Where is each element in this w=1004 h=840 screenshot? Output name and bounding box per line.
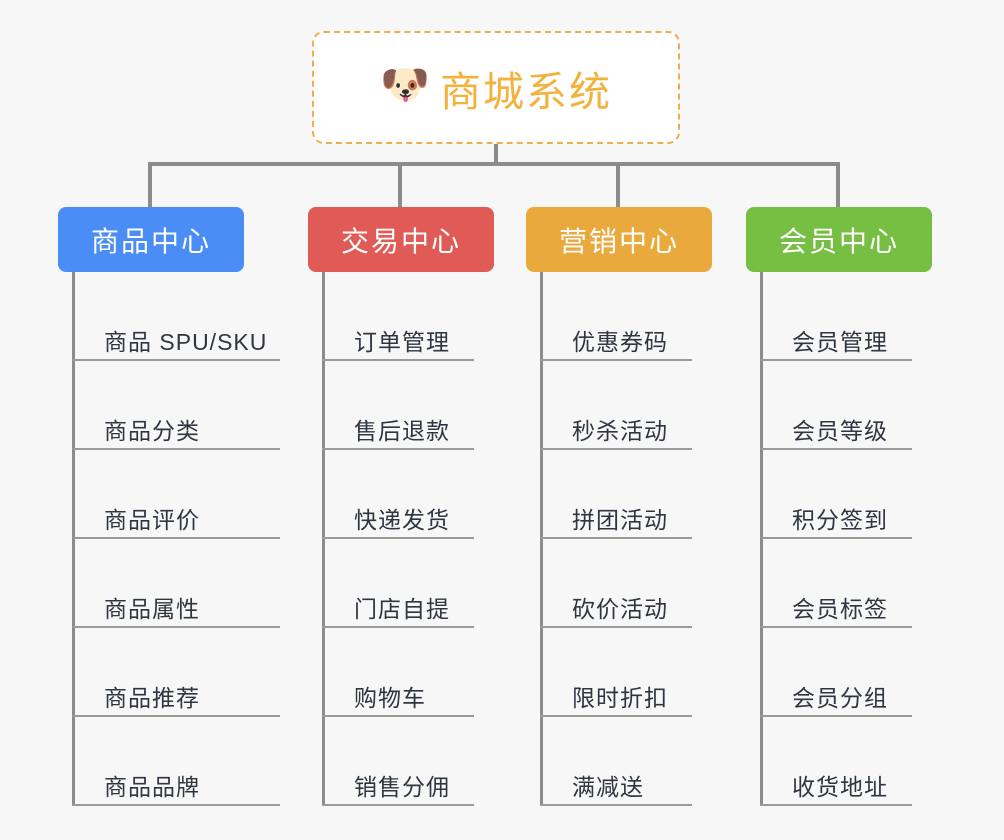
column-trade-center: 交易中心订单管理售后退款快递发货门店自提购物车销售分佣: [308, 207, 494, 806]
leaf-item-label: 售后退款: [354, 417, 450, 444]
category-box-marketing-center[interactable]: 营销中心: [526, 207, 712, 272]
leaf-item-label: 购物车: [354, 684, 426, 711]
leaf-item-label: 会员管理: [792, 328, 888, 355]
leaf-item[interactable]: 商品分类: [72, 361, 280, 450]
leaf-item-label: 拼团活动: [572, 506, 668, 533]
leaf-item[interactable]: 限时折扣: [540, 628, 692, 717]
leaf-spine: [322, 272, 325, 806]
connector-drop-marketing-center: [616, 162, 620, 208]
leaf-item-label: 商品属性: [104, 595, 200, 622]
leaf-item[interactable]: 门店自提: [322, 539, 474, 628]
leaf-item[interactable]: 商品品牌: [72, 717, 280, 806]
leaf-item[interactable]: 秒杀活动: [540, 361, 692, 450]
leaf-item[interactable]: 积分签到: [760, 450, 912, 539]
leaf-item-label: 限时折扣: [572, 684, 668, 711]
leaf-item-label: 商品 SPU/SKU: [104, 328, 268, 355]
connector-drop-member-center: [836, 162, 840, 208]
leaf-item[interactable]: 会员管理: [760, 272, 912, 361]
leaf-item-label: 订单管理: [354, 328, 450, 355]
root-node[interactable]: 🐶 商城系统: [312, 31, 680, 144]
leaf-item[interactable]: 订单管理: [322, 272, 474, 361]
leaf-spine: [72, 272, 75, 806]
category-box-product-center[interactable]: 商品中心: [58, 207, 244, 272]
leaf-item[interactable]: 商品推荐: [72, 628, 280, 717]
connector-drop-trade-center: [398, 162, 402, 208]
connector-root-stem: [494, 144, 498, 164]
leaf-item-label: 砍价活动: [572, 595, 668, 622]
leaf-item[interactable]: 售后退款: [322, 361, 474, 450]
leaf-item[interactable]: 砍价活动: [540, 539, 692, 628]
leaf-item-label: 快递发货: [354, 506, 450, 533]
leaf-item[interactable]: 收货地址: [760, 717, 912, 806]
leaf-item[interactable]: 商品属性: [72, 539, 280, 628]
category-label: 营销中心: [558, 225, 679, 257]
leaf-item-label: 商品推荐: [104, 684, 200, 711]
leaf-item-label: 会员等级: [792, 417, 888, 444]
category-label: 会员中心: [778, 225, 899, 257]
connector-drop-product-center: [148, 162, 152, 208]
leaf-item-label: 商品品牌: [104, 773, 200, 800]
leaf-list-product-center: 商品 SPU/SKU 商品分类商品评价商品属性商品推荐商品品牌: [72, 272, 280, 806]
leaf-item[interactable]: 商品 SPU/SKU: [72, 272, 280, 361]
leaf-item-label: 优惠券码: [572, 328, 668, 355]
leaf-spine: [760, 272, 763, 806]
leaf-item-label: 秒杀活动: [572, 417, 668, 444]
leaf-item[interactable]: 拼团活动: [540, 450, 692, 539]
column-marketing-center: 营销中心优惠券码秒杀活动拼团活动砍价活动限时折扣满减送: [526, 207, 712, 806]
leaf-item[interactable]: 会员标签: [760, 539, 912, 628]
root-title: 商城系统: [440, 68, 612, 115]
leaf-item[interactable]: 满减送: [540, 717, 692, 806]
leaf-item-label: 会员标签: [792, 595, 888, 622]
leaf-item-label: 会员分组: [792, 684, 888, 711]
leaf-item-label: 商品分类: [104, 417, 200, 444]
leaf-item[interactable]: 优惠券码: [540, 272, 692, 361]
leaf-item-label: 门店自提: [354, 595, 450, 622]
leaf-list-marketing-center: 优惠券码秒杀活动拼团活动砍价活动限时折扣满减送: [540, 272, 712, 806]
category-label: 交易中心: [340, 225, 461, 257]
leaf-item[interactable]: 会员等级: [760, 361, 912, 450]
leaf-spine: [540, 272, 543, 806]
category-box-trade-center[interactable]: 交易中心: [308, 207, 494, 272]
leaf-item-label: 商品评价: [104, 506, 200, 533]
dog-face-icon: 🐶: [380, 62, 430, 107]
leaf-item-label: 满减送: [572, 773, 644, 800]
leaf-item[interactable]: 购物车: [322, 628, 474, 717]
leaf-item-label: 积分签到: [792, 506, 888, 533]
category-box-member-center[interactable]: 会员中心: [746, 207, 932, 272]
leaf-item-label: 销售分佣: [354, 773, 450, 800]
column-member-center: 会员中心会员管理会员等级积分签到会员标签会员分组收货地址: [746, 207, 932, 806]
connector-horizontal-bus: [148, 162, 840, 166]
leaf-list-trade-center: 订单管理售后退款快递发货门店自提购物车销售分佣: [322, 272, 494, 806]
leaf-item[interactable]: 会员分组: [760, 628, 912, 717]
leaf-item-label: 收货地址: [792, 773, 888, 800]
column-product-center: 商品中心商品 SPU/SKU 商品分类商品评价商品属性商品推荐商品品牌: [58, 207, 280, 806]
leaf-list-member-center: 会员管理会员等级积分签到会员标签会员分组收货地址: [760, 272, 932, 806]
leaf-item[interactable]: 商品评价: [72, 450, 280, 539]
leaf-item[interactable]: 快递发货: [322, 450, 474, 539]
leaf-item[interactable]: 销售分佣: [322, 717, 474, 806]
category-label: 商品中心: [90, 225, 211, 257]
